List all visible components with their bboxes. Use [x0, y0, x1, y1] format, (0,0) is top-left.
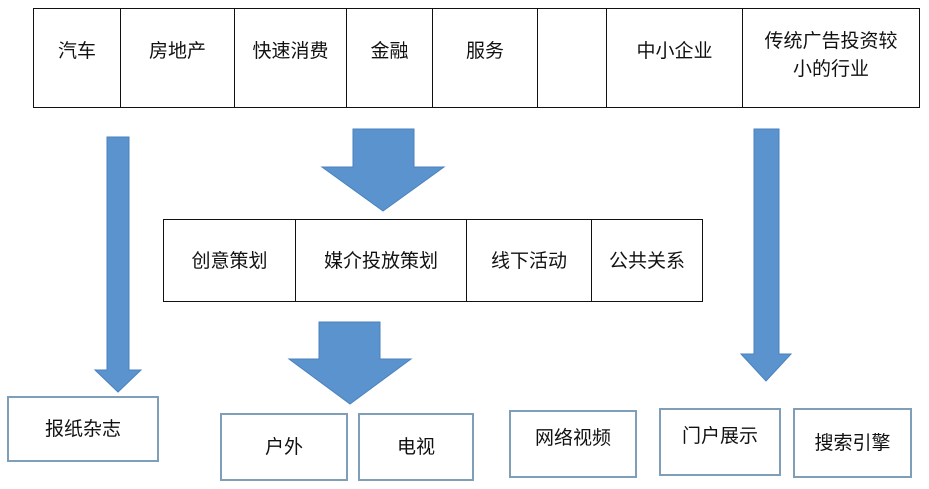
arrow-to-digital — [739, 128, 793, 382]
media-box-outdoor: 户外 — [220, 413, 348, 481]
service-cell-offline-events: 线下活动 — [466, 219, 592, 302]
industry-label: 快速消费 — [252, 40, 329, 62]
arrow-to-print — [93, 136, 143, 393]
media-label: 电视 — [396, 436, 435, 458]
media-label: 门户展示 — [681, 425, 758, 447]
media-label: 户外 — [264, 436, 303, 458]
industry-label: 中小企业 — [636, 40, 713, 62]
media-label: 网络视频 — [534, 427, 611, 449]
industry-label: 传统广告投资较小的行业 — [764, 30, 898, 80]
service-cell-media-planning: 媒介投放策划 — [295, 219, 467, 302]
media-box-portal-display: 门户展示 — [659, 408, 781, 476]
arrow-to-outdoor-tv — [287, 321, 413, 405]
service-label: 线下活动 — [490, 249, 567, 272]
media-box-online-video: 网络视频 — [509, 410, 637, 478]
industry-label: 汽车 — [57, 40, 96, 62]
service-cell-creative: 创意策划 — [163, 219, 296, 302]
arrow-to-services — [320, 128, 446, 212]
industry-label: 金融 — [370, 40, 409, 62]
service-cell-public-relations: 公共关系 — [591, 219, 703, 302]
industry-label: 服务 — [465, 40, 504, 62]
service-label: 公共关系 — [608, 249, 685, 272]
media-box-print: 报纸杂志 — [7, 396, 159, 462]
media-box-search-engine: 搜索引擎 — [793, 408, 912, 478]
service-label: 创意策划 — [191, 249, 268, 272]
media-label: 报纸杂志 — [44, 418, 121, 440]
media-box-tv: 电视 — [358, 413, 474, 481]
industry-cell-low-ad-investment: 传统广告投资较小的行业 — [742, 8, 920, 108]
industry-label: 房地产 — [148, 40, 206, 62]
service-label: 媒介投放策划 — [323, 249, 438, 272]
media-label: 搜索引擎 — [814, 432, 891, 454]
